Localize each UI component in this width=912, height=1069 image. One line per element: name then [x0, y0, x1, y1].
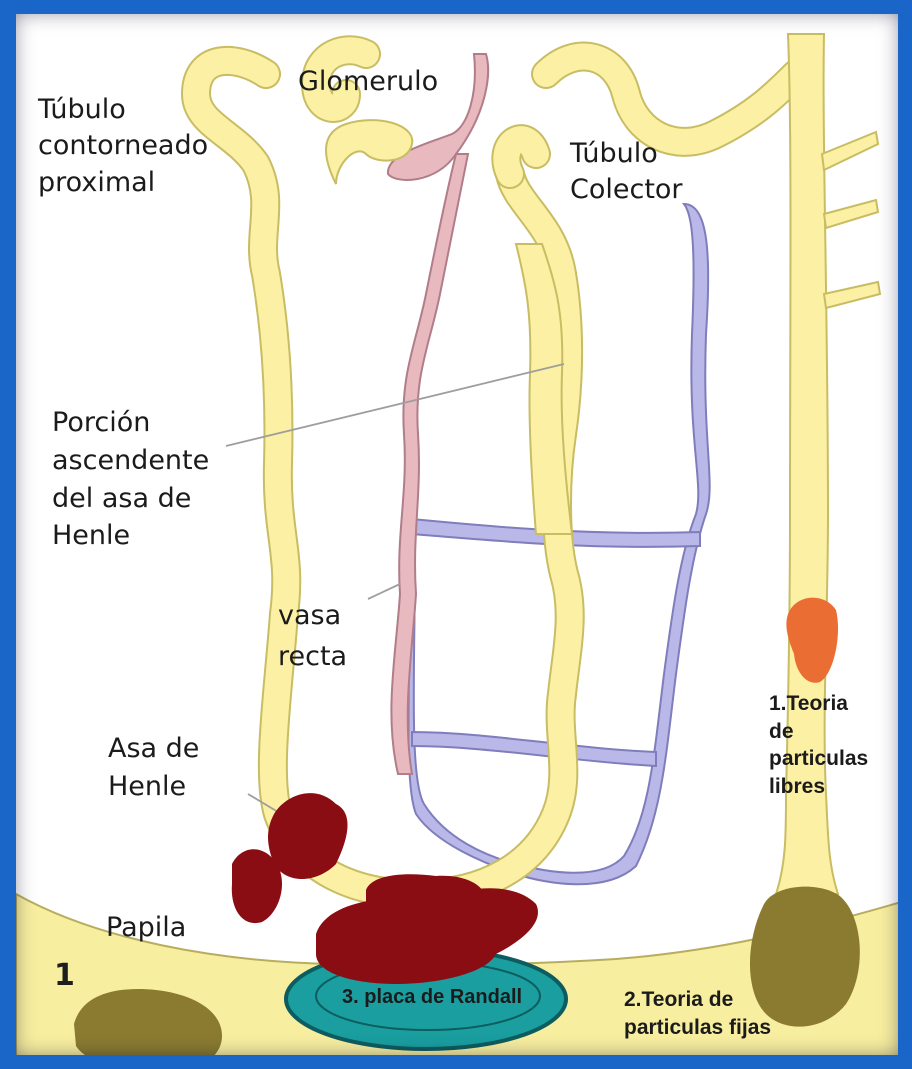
label-tubulo-proximal-line2: contorneado — [38, 128, 208, 164]
label-asa-henle-line2: Henle — [108, 768, 199, 806]
label-teoria-libres-line1: 1.Teoria — [769, 690, 868, 718]
label-teoria-libres-line2: de — [769, 718, 868, 746]
label-number-one: 1 — [54, 956, 75, 997]
label-teoria-fijas-line1: 2.Teoria de — [624, 986, 771, 1014]
label-placa-randall: 3. placa de Randall — [342, 984, 522, 1010]
label-vasa-recta-line2: recta — [278, 637, 347, 678]
label-tubulo-proximal: Túbulo contorneado proximal — [38, 92, 208, 201]
collecting-duct-branch-2 — [824, 200, 878, 228]
label-porcion-ascendente-line1: Porción — [52, 404, 209, 442]
label-vasa-recta-line1: vasa — [278, 596, 347, 637]
label-porcion-ascendente-line3: del asa de — [52, 480, 209, 518]
label-glomerulo: Glomerulo — [298, 64, 438, 100]
label-tubulo-colector: Túbulo Colector — [570, 136, 683, 209]
label-tubulo-colector-line2: Colector — [570, 172, 683, 208]
label-porcion-ascendente: Porción ascendente del asa de Henle — [52, 404, 209, 555]
red-vessel-descending — [391, 154, 468, 774]
label-porcion-ascendente-line4: Henle — [52, 517, 209, 555]
blue-connector-lower — [412, 732, 656, 766]
label-tubulo-colector-line1: Túbulo — [570, 136, 683, 172]
label-teoria-libres-line4: libres — [769, 773, 868, 801]
label-tubulo-proximal-line3: proximal — [38, 165, 208, 201]
label-vasa-recta: vasa recta — [278, 596, 347, 677]
label-asa-henle-line1: Asa de — [108, 730, 199, 768]
label-porcion-ascendente-line2: ascendente — [52, 442, 209, 480]
label-teoria-fijas: 2.Teoria de particulas fijas — [624, 986, 771, 1041]
collecting-duct-branch-3 — [824, 282, 880, 308]
label-teoria-libres-line3: particulas — [769, 745, 868, 773]
pointer-line-vasa — [368, 584, 400, 599]
label-teoria-libres: 1.Teoria de particulas libres — [769, 690, 868, 801]
collecting-duct-branch-1 — [822, 132, 878, 170]
label-teoria-fijas-line2: particulas fijas — [624, 1014, 771, 1042]
label-papila: Papila — [106, 910, 186, 946]
label-tubulo-proximal-line1: Túbulo — [38, 92, 208, 128]
label-asa-henle: Asa de Henle — [108, 730, 199, 806]
